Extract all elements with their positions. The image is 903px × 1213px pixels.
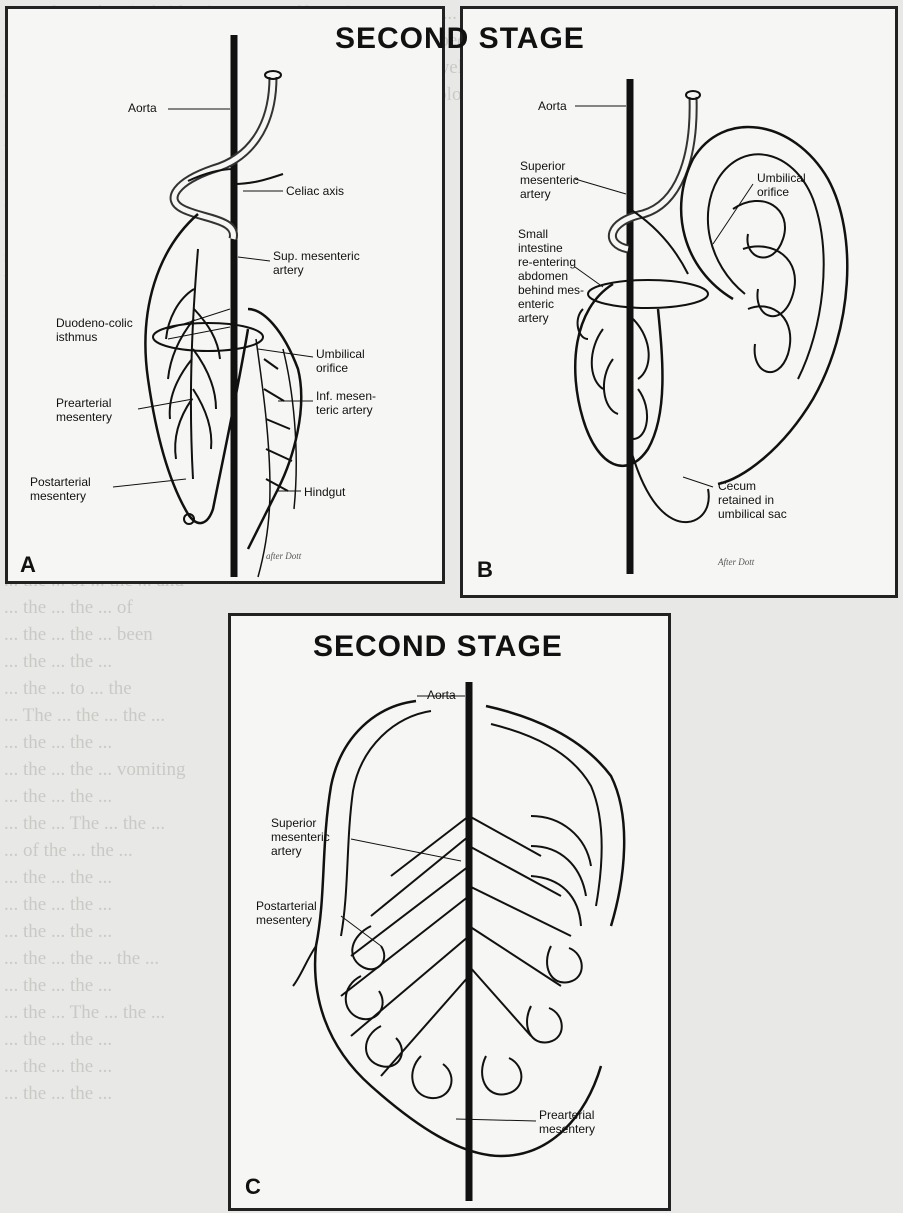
panel-a-credit: after Dott [266,551,301,561]
label-hindgut: Hindgut [304,485,345,499]
label-prearterial-mesentery: Prearterial mesentery [56,396,112,424]
panel-b-credit: After Dott [718,557,754,567]
label-aorta: Aorta [128,101,157,115]
label-c-prearterial-mesentery: Prearterial mesentery [539,1108,595,1136]
panel-a-letter: A [20,552,36,578]
label-duodeno-colic-isthmus: Duodeno-colic isthmus [56,316,133,344]
label-b-umbilical-orifice: Umbilical orifice [757,171,806,199]
panel-c-letter: C [245,1174,261,1200]
stage-title-top: SECOND STAGE [335,22,585,56]
panel-b-letter: B [477,557,493,583]
label-b-aorta: Aorta [538,99,567,113]
label-c-postarterial-mesentery: Postarterial mesentery [256,899,317,927]
panel-c: SECOND STAGE [228,613,671,1211]
label-umbilical-orifice: Umbilical orifice [316,347,365,375]
label-b-small-intestine: Small intestine re-entering abdomen behi… [518,227,584,325]
label-sup-mesenteric-artery: Sup. mesenteric artery [273,249,360,277]
panel-a: Aorta Celiac axis Sup. mesenteric artery… [5,6,445,584]
label-inf-mesenteric-artery: Inf. mesen- teric artery [316,389,376,417]
label-b-superior-mesenteric-artery: Superior mesenteric artery [520,159,579,201]
panel-b: SECOND STAGE [460,6,898,598]
label-postarterial-mesentery: Postarterial mesentery [30,475,91,503]
label-c-aorta: Aorta [427,688,456,702]
label-b-cecum: Cecum retained in umbilical sac [718,479,787,521]
label-c-superior-mesenteric-artery: Superior mesenteric artery [271,816,330,858]
label-celiac-axis: Celiac axis [286,184,344,198]
